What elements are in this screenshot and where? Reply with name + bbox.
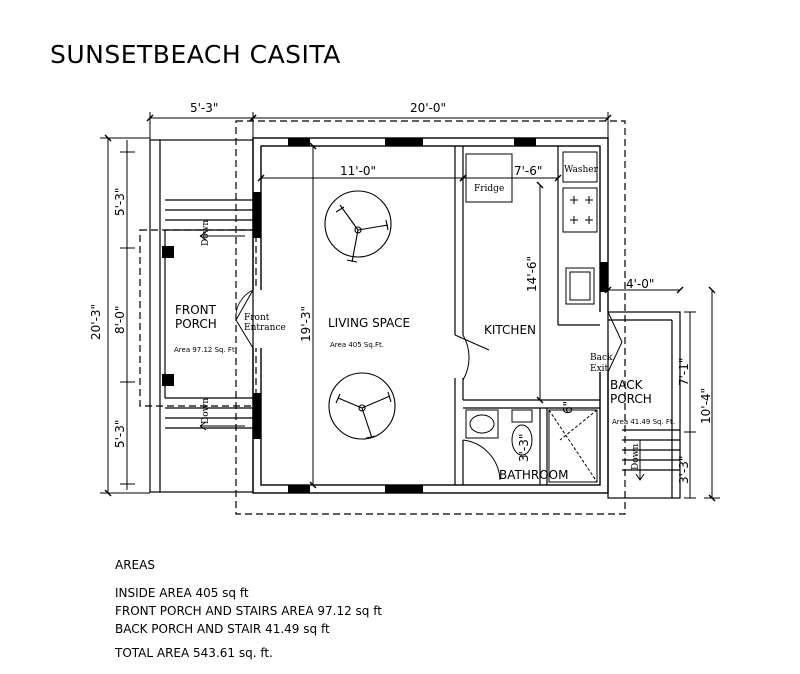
dimension-lines xyxy=(100,112,720,502)
back-porch-area-summary: BACK PORCH AND STAIR 41.49 sq ft xyxy=(115,622,330,636)
porch-post xyxy=(162,246,174,258)
plan-title: SUNSETBEACH CASITA xyxy=(50,40,341,69)
front-entrance-label: Front xyxy=(244,313,270,323)
dim-top-overall: 20'-0" xyxy=(410,101,446,115)
front-porch-label: FRONT xyxy=(175,303,217,317)
back-exit-label: Back xyxy=(590,353,613,363)
dim-kitchen-depth: 14'-6" xyxy=(525,256,539,292)
front-porch-area: Area 97.12 Sq. Ft. xyxy=(174,346,237,354)
back-porch-label-2: PORCH xyxy=(610,392,652,406)
kitchen-label: KITCHEN xyxy=(484,323,536,337)
dim-left-upper: 5'-3" xyxy=(113,188,127,216)
living-space-label: LIVING SPACE xyxy=(328,316,410,330)
dim-top-porch: 5'-3" xyxy=(190,101,218,115)
areas-summary: AREAS INSIDE AREA 405 sq ft FRONT PORCH … xyxy=(115,556,382,662)
total-area: TOTAL AREA 543.61 sq. ft. xyxy=(115,646,273,660)
front-porch-area-summary: FRONT PORCH AND STAIRS AREA 97.12 sq ft xyxy=(115,604,382,618)
dim-living-width: 11'-0" xyxy=(340,164,376,178)
stairs-down-label: Down xyxy=(631,444,641,470)
front-entrance-label-2: Entrance xyxy=(244,323,286,333)
bathroom-label: BATHROOM xyxy=(499,468,568,482)
bath-fixtures xyxy=(465,409,598,483)
back-exit-label-2: Exit xyxy=(590,364,609,374)
dim-right-lower: 3'-3" xyxy=(677,456,691,484)
dim-left-lower: 5'-3" xyxy=(113,420,127,448)
dim-bath-small-b: 3'-3" xyxy=(517,434,531,462)
stove-burners xyxy=(570,196,593,224)
windows xyxy=(253,138,608,493)
ceiling-fan-1 xyxy=(324,190,392,263)
dim-kitchen-width: 7'-6" xyxy=(514,164,542,178)
dim-left-overall: 20'-3" xyxy=(89,304,103,340)
living-space-area: Area 405 Sq.Ft. xyxy=(330,341,384,349)
fridge-label: Fridge xyxy=(474,184,504,194)
dim-bath-small-a: 6" xyxy=(561,401,575,414)
back-porch-area: Area 41.49 Sq. Ft. xyxy=(612,418,675,426)
stairs-down-label: Down xyxy=(201,220,211,246)
ceiling-fan-2 xyxy=(328,372,396,440)
back-porch-label: BACK xyxy=(610,378,644,392)
dim-left-middle: 8'-0" xyxy=(113,306,127,334)
front-porch-label-2: PORCH xyxy=(175,317,217,331)
dim-right-overall: 10'-4" xyxy=(699,388,713,424)
inside-area: INSIDE AREA 405 sq ft xyxy=(115,586,249,600)
areas-heading: AREAS xyxy=(115,558,155,572)
porch-post xyxy=(162,374,174,386)
stairs-down-label: Down xyxy=(201,398,211,424)
dim-right-upper: 7'-1" xyxy=(677,358,691,386)
dim-living-depth: 19'-3" xyxy=(299,306,313,342)
back-porch xyxy=(607,311,681,499)
washer-label: Washer xyxy=(564,165,599,175)
dim-back-porch-width: 4'-0" xyxy=(626,277,654,291)
